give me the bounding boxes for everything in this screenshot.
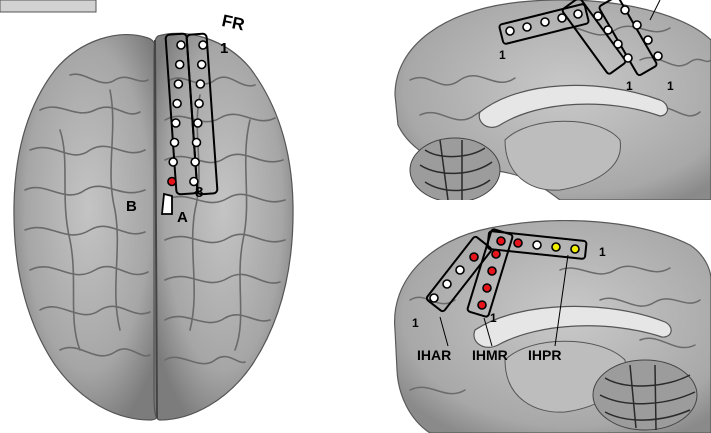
cerebellum-top — [410, 138, 500, 202]
fr-contact — [168, 178, 176, 186]
fr-contact — [171, 139, 179, 147]
ihmr-contact — [492, 250, 500, 258]
ihar-contact-label: 1 — [412, 316, 419, 330]
fr-contact — [198, 61, 206, 69]
ihar-contact — [470, 253, 478, 261]
right-hemisphere — [154, 33, 293, 420]
sag-top-contact — [604, 26, 612, 34]
ihmr-label: IHMR — [472, 347, 508, 363]
fr-contact — [176, 61, 184, 69]
fr-contact — [177, 41, 185, 49]
fr-contact — [173, 100, 181, 108]
fr-contact-last-label: 8 — [195, 184, 203, 201]
fr-contact — [193, 139, 201, 147]
fr-strip-tail — [162, 194, 172, 214]
sag-top-contact — [506, 27, 514, 35]
sagittal-top-view — [395, 0, 711, 202]
ihmr-contact — [488, 267, 496, 275]
fr-contact — [194, 119, 202, 127]
fr-contact — [174, 80, 182, 88]
sag-top-contact-label-3: 1 — [667, 79, 674, 93]
sag-top-contact — [644, 36, 652, 44]
fr-contact — [172, 119, 180, 127]
sag-top-contact — [594, 12, 602, 20]
sag-top-contact — [541, 18, 549, 26]
fr-contact — [199, 41, 207, 49]
strip-a-label: A — [177, 209, 188, 226]
sag-top-contact-label-2: 1 — [626, 79, 633, 93]
ihmr-contact — [478, 301, 486, 309]
legend-box — [0, 0, 96, 12]
ihar-contact — [430, 294, 438, 302]
ihmr-contact-label: 1 — [490, 311, 497, 325]
brain-top-view — [14, 33, 293, 420]
ihpr-contact — [552, 243, 560, 251]
sag-top-contact — [624, 54, 632, 62]
sag-top-contact — [621, 6, 629, 14]
sag-top-contact — [574, 10, 582, 18]
ihmr-contact — [483, 284, 491, 292]
ihpr-contact-label: 1 — [599, 245, 606, 259]
sagittal-bottom-view — [395, 221, 711, 433]
ihpr-contact — [533, 241, 541, 249]
sag-top-contact — [633, 21, 641, 29]
ihpr-contact — [571, 245, 579, 253]
sag-top-contact — [654, 52, 662, 60]
fr-contact-first-label: 1 — [220, 40, 228, 57]
fr-contact — [169, 158, 177, 166]
ihpr-contact — [514, 239, 522, 247]
ihar-contact — [443, 280, 451, 288]
fr-strip-label: FR — [220, 11, 246, 34]
strip-b-label: B — [126, 198, 137, 215]
ihar-label: IHAR — [417, 347, 451, 363]
sag-top-contact-label-1: 1 — [499, 48, 506, 62]
ihpr-label: IHPR — [528, 347, 561, 363]
ihar-contact — [456, 266, 464, 274]
fr-contact — [191, 158, 199, 166]
ihpr-contact — [497, 237, 505, 245]
fr-contact — [196, 80, 204, 88]
fr-contact — [195, 100, 203, 108]
sag-top-contact — [558, 14, 566, 22]
sag-top-contact — [523, 23, 531, 31]
sag-top-contact — [614, 40, 622, 48]
